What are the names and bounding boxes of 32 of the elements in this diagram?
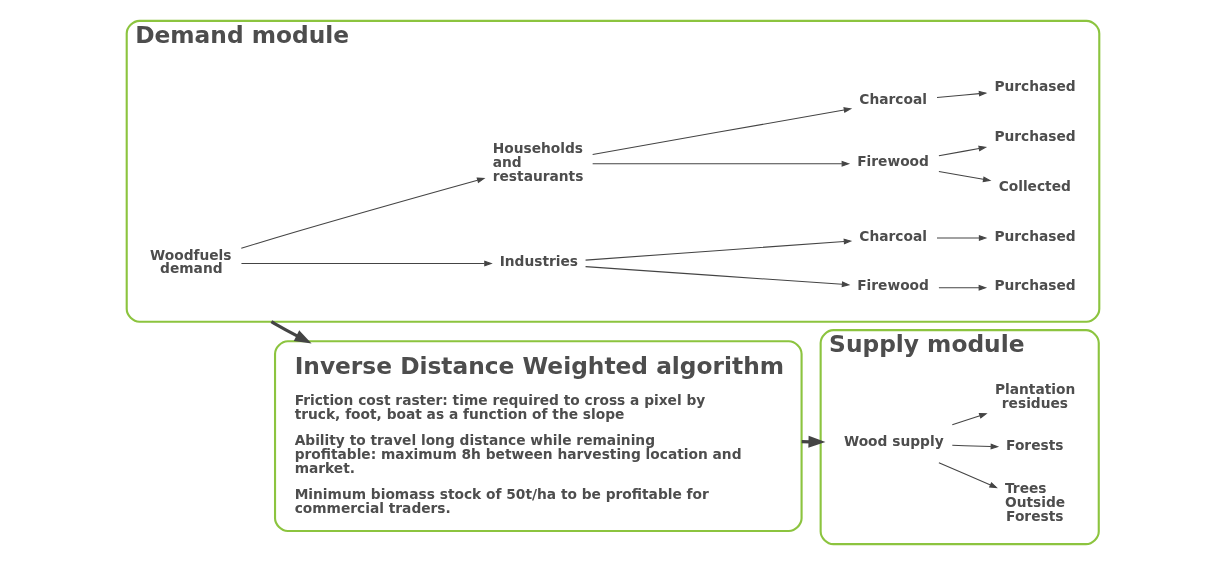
arrow: [270, 320, 312, 344]
node-text: Purchased: [994, 277, 1076, 294]
node-text: Trees Outside Forests: [1005, 480, 1066, 524]
node-box: Inverse Distance Weighted algorithm Friction cost raster: time required to cross a pixel by truck, foot, boat as a function of the slope Ability to travel long distance while remaining profitable: maximum 8h between harvesting location and market. Minimum biomass stock of 50t/ha to be profitable for commercial traders.: [274, 340, 803, 532]
node-text: Forests: [1006, 437, 1064, 454]
arrow: [592, 160, 851, 167]
node-text: Purchased: [994, 127, 1076, 144]
arrow: [938, 462, 998, 489]
arrow: [938, 145, 988, 157]
node-text: Collected: [998, 177, 1071, 194]
arrow: [951, 413, 988, 426]
arrow: [240, 260, 493, 267]
node-text: Purchased: [994, 78, 1076, 95]
node-text: Households and restaurants: [492, 140, 584, 184]
arrow: [936, 90, 988, 98]
node-text: Industries: [499, 252, 579, 269]
arrow: [938, 284, 988, 291]
node-text: Woodfuels demand: [150, 246, 232, 277]
arrow: [951, 443, 1000, 450]
node-text: Charcoal: [859, 90, 927, 107]
arrow: [936, 235, 988, 241]
node-text: Charcoal: [859, 227, 927, 244]
node-text: Wood supply: [843, 433, 944, 450]
node-text: Firewood: [857, 277, 929, 294]
arrow: [585, 238, 853, 261]
arrow: [240, 177, 486, 249]
arrow: [585, 266, 851, 288]
node-text: Plantation residues: [994, 381, 1076, 411]
arrow: [592, 107, 853, 155]
node-text: Firewood: [857, 153, 929, 170]
node-text: Purchased: [994, 227, 1076, 244]
arrow: [938, 171, 992, 183]
